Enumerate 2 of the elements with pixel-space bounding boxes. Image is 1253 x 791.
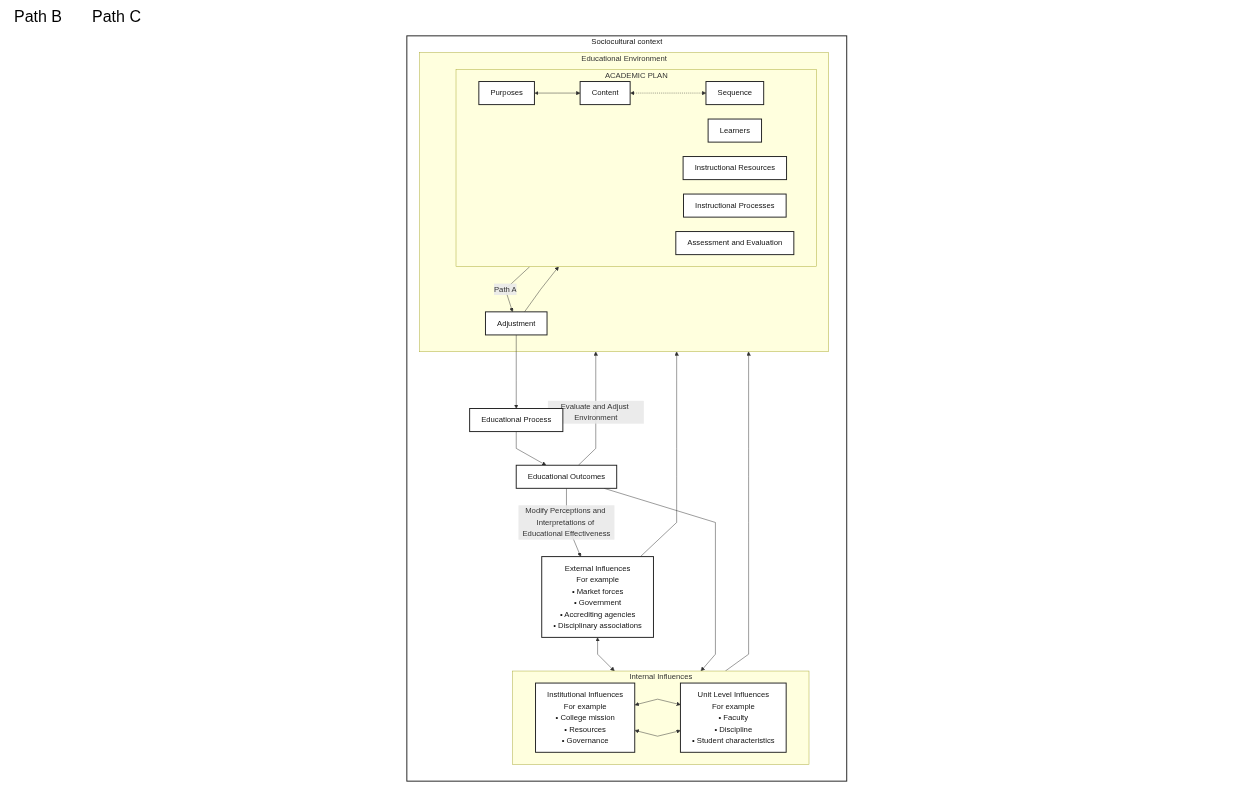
path-label: Path C [92,8,141,27]
path-label: Path B [14,8,63,27]
